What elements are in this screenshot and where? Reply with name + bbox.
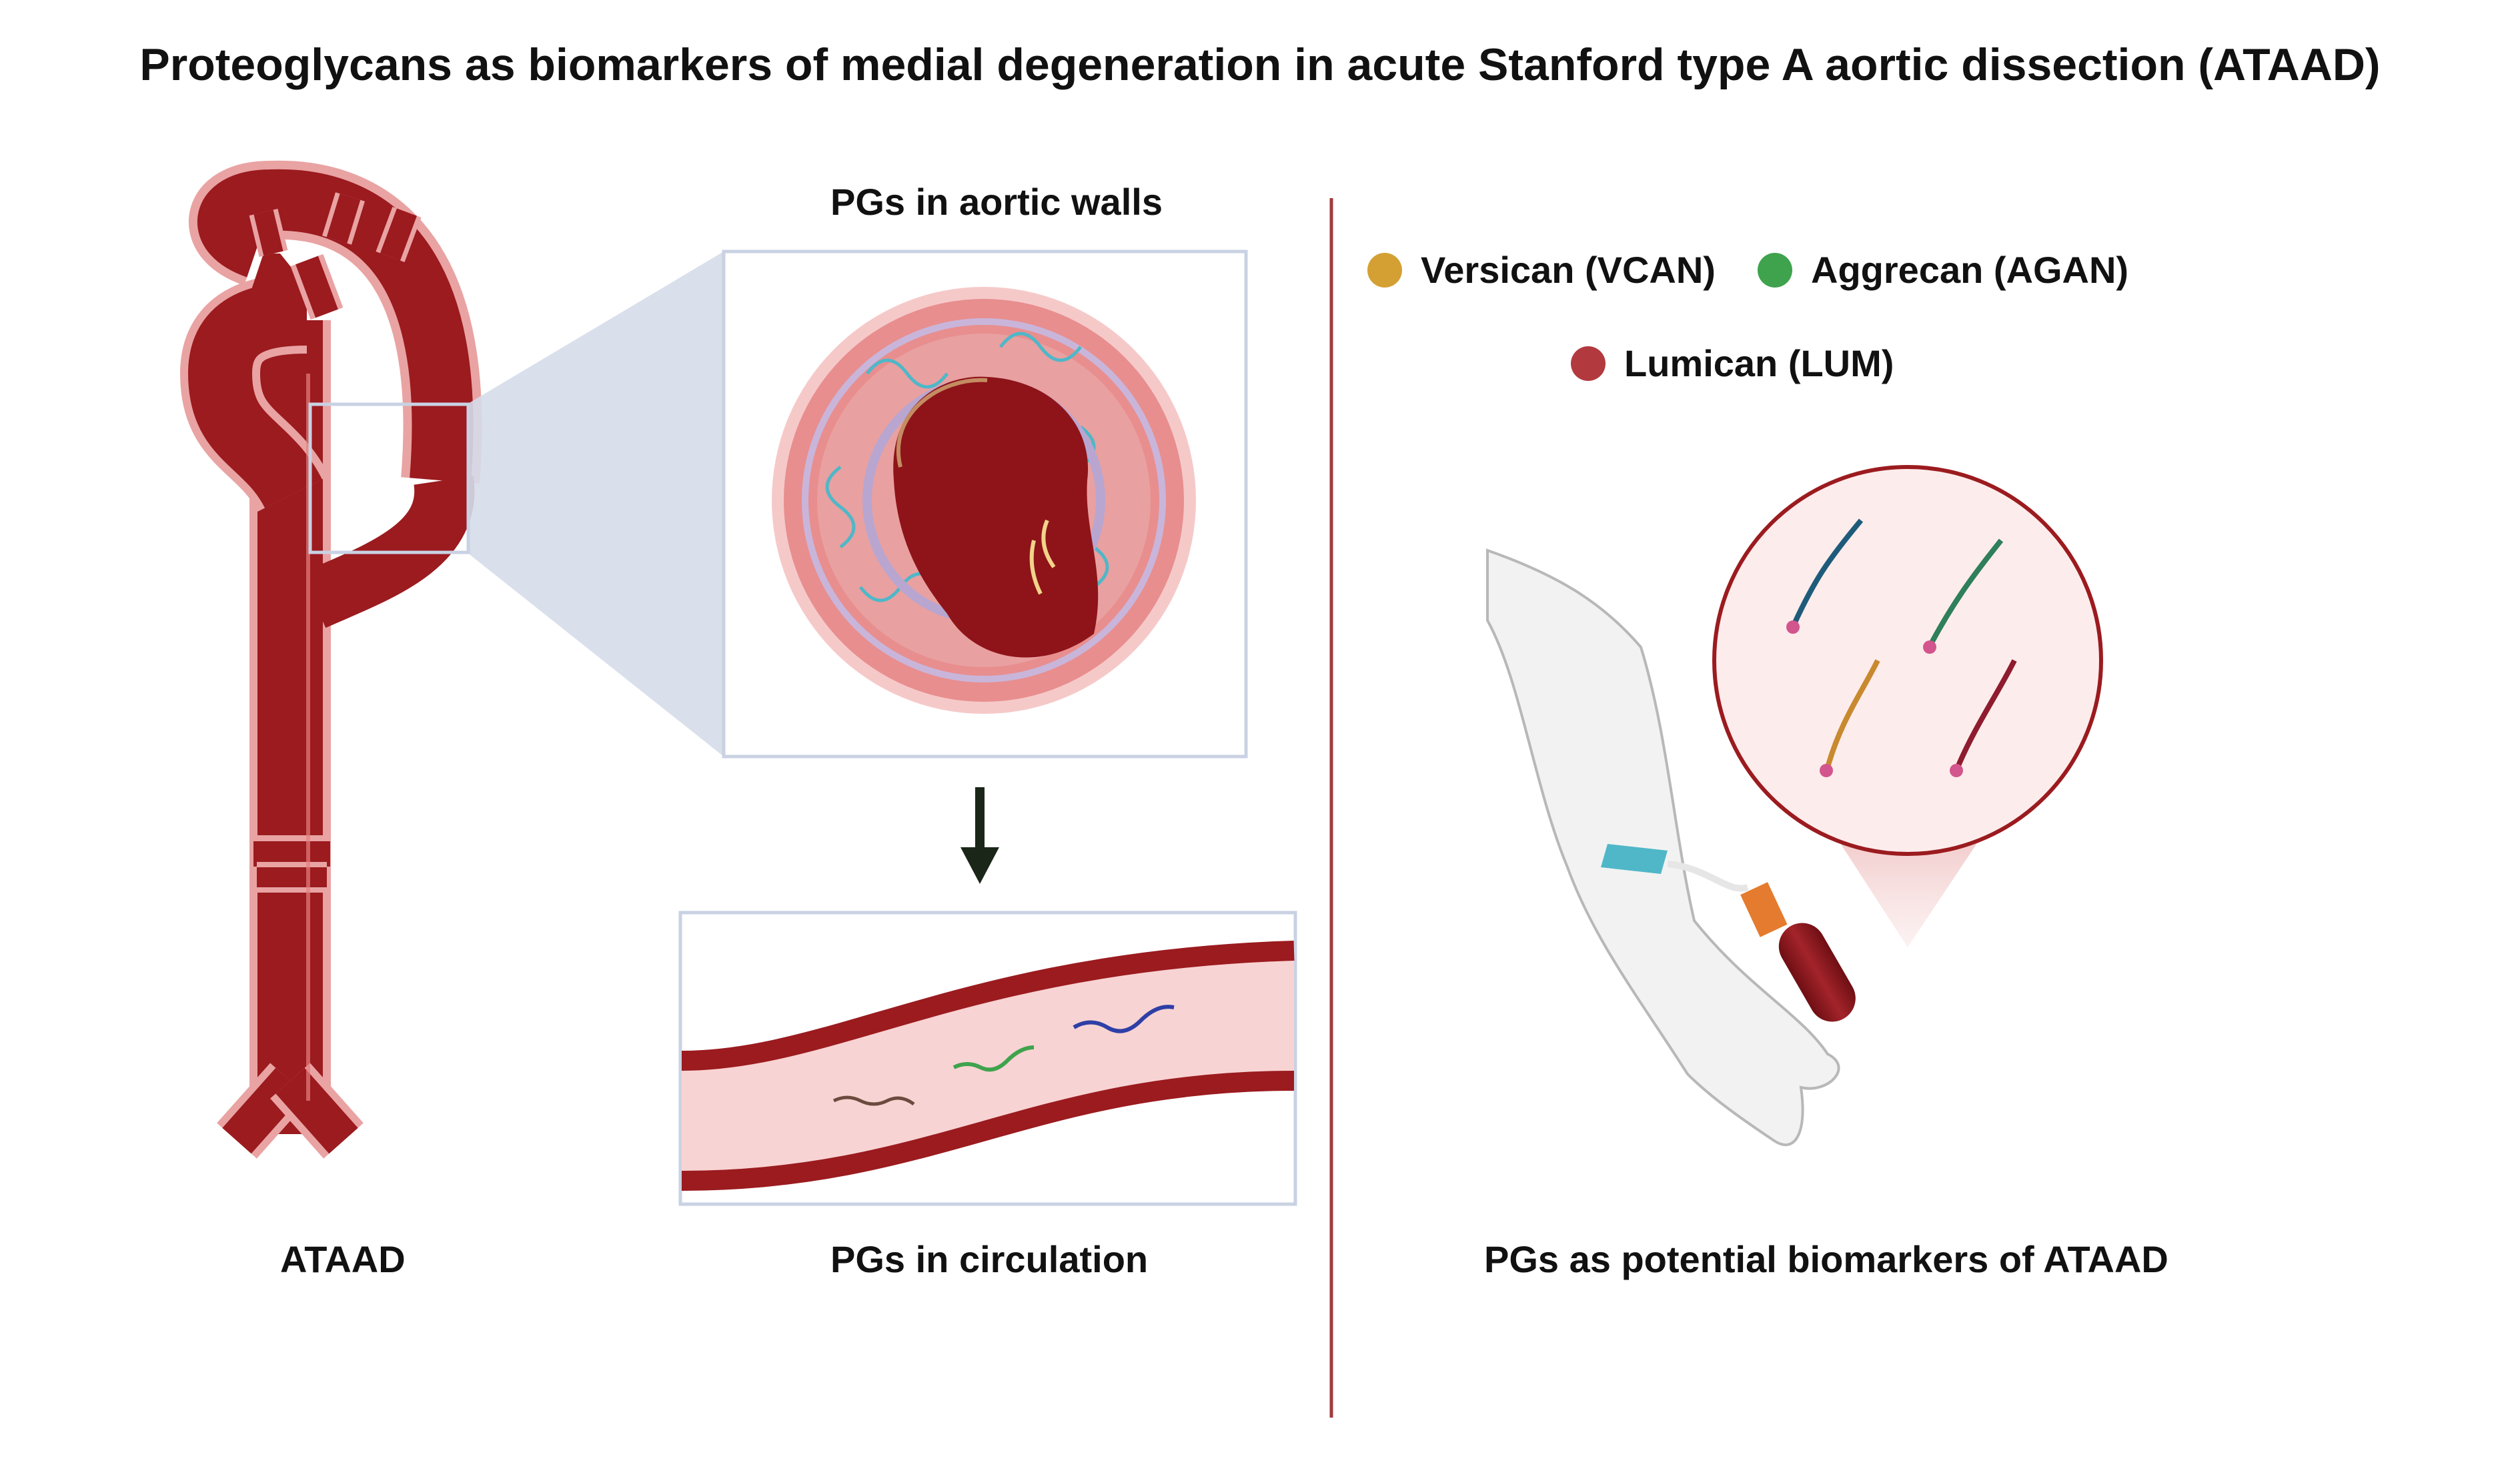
zoom-callout [308,252,724,757]
blood-tube-icon [1740,882,1856,1022]
lumican-dot [1571,346,1606,381]
legend-item-versican: Versican (VCAN) [1367,248,1716,292]
page-title: Proteoglycans as biomarkers of medial de… [139,39,2381,90]
down-arrow-icon [961,787,999,884]
aorta-label: ATAAD [280,1238,406,1280]
versican-dot [1367,252,1402,288]
aggrecan-dot [1758,252,1792,288]
legend-label: Versican (VCAN) [1421,249,1716,291]
aorta-illustration [179,160,482,1159]
magnifier-callout [1712,465,2103,947]
arm-icon [1486,548,1840,1146]
circulation-label: PGs in circulation [830,1238,1149,1280]
biomarker-label: PGs as potential biomarkers of ATAAD [1484,1238,2168,1280]
legend-label: Aggrecan (AGAN) [1811,249,2129,291]
aortic-wall-panel [722,250,1248,759]
legend-label: Lumican (LUM) [1624,342,1894,384]
walls-label: PGs in aortic walls [830,181,1163,223]
circulation-panel [678,911,1297,1206]
legend-item-aggrecan: Aggrecan (AGAN) [1758,248,2128,292]
legend-item-lumican: Lumican (LUM) [1571,342,1894,385]
